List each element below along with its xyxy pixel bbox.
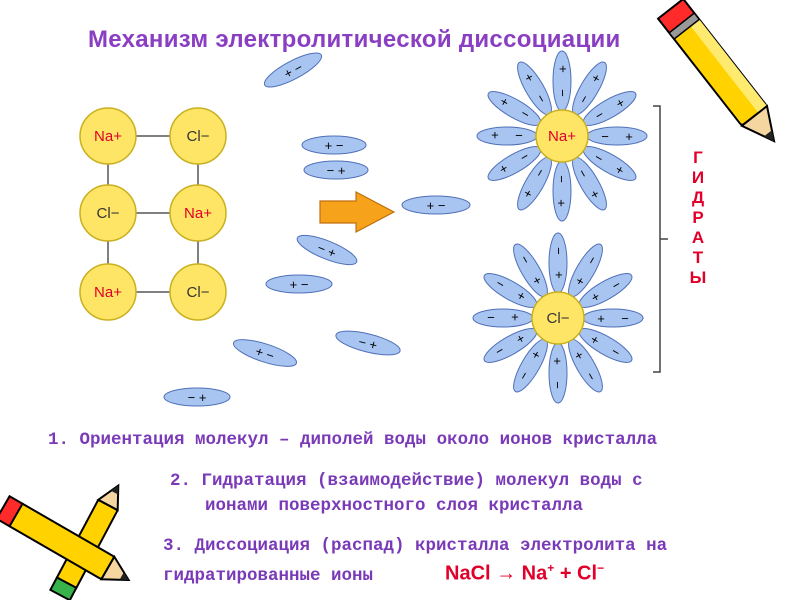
hydration-water-dipole: −+ bbox=[487, 91, 542, 126]
hydration-water-dipole: −+ bbox=[582, 146, 637, 181]
hydration-water-dipole: −+ bbox=[487, 146, 542, 181]
crystal-ion bbox=[79, 107, 137, 165]
crystal-ion bbox=[169, 107, 227, 165]
crystal-ion bbox=[169, 184, 227, 242]
svg-text:− +: − + bbox=[327, 163, 346, 178]
ion-label-na: Na+ bbox=[94, 128, 122, 145]
hydration-water-dipole: +− bbox=[548, 342, 568, 404]
hydrates-letter: Р bbox=[692, 208, 704, 227]
hydration-water-dipole: −+ bbox=[552, 50, 572, 112]
water-dipole: + − bbox=[301, 135, 367, 155]
step-3-text-continued: гидратированные ионы bbox=[163, 566, 374, 586]
water-dipole: + − bbox=[263, 52, 323, 88]
hydration-water-dipole: −+ bbox=[582, 91, 637, 126]
hydration-water-dipole: +− bbox=[568, 338, 603, 393]
water-dipole: − + bbox=[296, 234, 358, 266]
hydrates-letter: А bbox=[691, 228, 705, 247]
water-dipole: − + bbox=[303, 160, 369, 180]
water-dipole: + − bbox=[265, 274, 333, 294]
step-3-text: 3. Диссоциация (распад) кристалла электр… bbox=[163, 536, 668, 556]
equation-left: NaCl → Na bbox=[445, 562, 548, 585]
water-dipole: − + bbox=[163, 387, 231, 407]
pencil-icon bbox=[656, 0, 776, 143]
hydrated-na-ion: −+−+−+−+−+−+−+−+−+−+−+−+ bbox=[476, 50, 648, 222]
hydration-water-dipole: +− bbox=[513, 338, 548, 393]
dipole-charge: − bbox=[551, 247, 566, 255]
dipole-charge: + bbox=[511, 310, 519, 325]
ion-label-cl: Cl− bbox=[187, 128, 210, 145]
hydration-water-dipole: +− bbox=[548, 232, 568, 294]
hydrates-bracket bbox=[653, 105, 668, 373]
svg-text:+ −: + − bbox=[290, 277, 309, 292]
ion-label-cl: Cl− bbox=[97, 205, 120, 222]
dipole-charge: + bbox=[555, 65, 570, 73]
process-arrow bbox=[319, 191, 396, 233]
step-2-text-continued: ионами поверхностного слоя кристалла bbox=[205, 496, 584, 516]
equation-charge-minus: − bbox=[597, 561, 605, 575]
dipole-charge: − bbox=[550, 381, 565, 389]
dipole-charge: + bbox=[550, 357, 565, 365]
crystal-ion bbox=[79, 184, 137, 242]
dipole-charge: + bbox=[551, 271, 566, 279]
dipole-charge: − bbox=[621, 311, 629, 326]
water-dipole: + − bbox=[232, 339, 298, 367]
crystal-ion bbox=[169, 263, 227, 321]
hydration-water-dipole: +− bbox=[483, 273, 538, 308]
ion-label-na: Na+ bbox=[184, 205, 212, 222]
equation-charge-plus: + bbox=[547, 561, 555, 575]
dipole-charge: − bbox=[515, 128, 523, 143]
svg-text:− +: − + bbox=[357, 334, 379, 353]
dipole-charge: + bbox=[625, 129, 633, 144]
svg-text:+ −: + − bbox=[427, 198, 446, 213]
crossed-pencils-icon bbox=[0, 483, 131, 600]
crystal-ion bbox=[79, 263, 137, 321]
hydration-water-dipole: +− bbox=[472, 308, 534, 328]
hydration-water-dipole: +− bbox=[582, 308, 644, 328]
dipole-charge: − bbox=[554, 175, 569, 183]
dipole-charge: + bbox=[491, 128, 499, 143]
crystal-ions bbox=[79, 107, 227, 321]
hydration-water-dipole: −+ bbox=[572, 61, 607, 116]
hydrates-letter: Д bbox=[691, 188, 705, 207]
hydration-water-dipole: −+ bbox=[476, 126, 538, 146]
equation-mid: + Cl bbox=[554, 562, 598, 585]
free-water-dipoles: + − + − − + + − − + + − bbox=[163, 52, 471, 407]
dipole-charge: − bbox=[487, 310, 495, 325]
hydrated-na-label: Na+ bbox=[548, 128, 576, 145]
water-dipole: − + bbox=[335, 330, 401, 356]
svg-text:+ −: + − bbox=[254, 343, 277, 363]
step-2-text: 2. Гидратация (взаимодействие) молекул в… bbox=[170, 471, 643, 491]
slide-title: Механизм электролитической диссоциации bbox=[88, 26, 621, 53]
hydrated-cl-label: Cl− bbox=[547, 310, 570, 327]
hydrates-letter: Т bbox=[692, 248, 704, 267]
hydrates-letter: И bbox=[691, 168, 705, 187]
ion-label-cl: Cl− bbox=[187, 284, 210, 301]
hydrated-ion-centers: Na+ Cl− bbox=[531, 109, 589, 345]
step-1-text: 1. Ориентация молекул – диполей воды око… bbox=[48, 430, 658, 450]
svg-text:+ −: + − bbox=[325, 138, 344, 153]
hydrated-na-center bbox=[535, 109, 589, 163]
ion-label-na: Na+ bbox=[94, 284, 122, 301]
dipole-charge: + bbox=[554, 199, 569, 207]
hydration-water-dipole: −+ bbox=[586, 126, 648, 146]
hydrates-letter: Ы bbox=[689, 268, 707, 287]
hydration-water-dipole: +− bbox=[578, 328, 633, 363]
hydrated-cl-center bbox=[531, 291, 585, 345]
dipole-charge: + bbox=[597, 311, 605, 326]
hydrates-letter: Г bbox=[693, 148, 703, 167]
dissociation-equation: NaCl → Na+ + Cl− bbox=[445, 561, 604, 586]
hydration-water-dipole: −+ bbox=[552, 160, 572, 222]
dipole-charge: − bbox=[601, 129, 609, 144]
hydrates-label: Г И Д Р А Т Ы bbox=[684, 148, 712, 288]
svg-text:− +: − + bbox=[188, 390, 207, 405]
water-dipole: + − bbox=[401, 195, 471, 215]
dipole-charge: − bbox=[555, 89, 570, 97]
hydration-water-dipole: +− bbox=[513, 243, 548, 298]
svg-text:− +: − + bbox=[315, 240, 338, 261]
